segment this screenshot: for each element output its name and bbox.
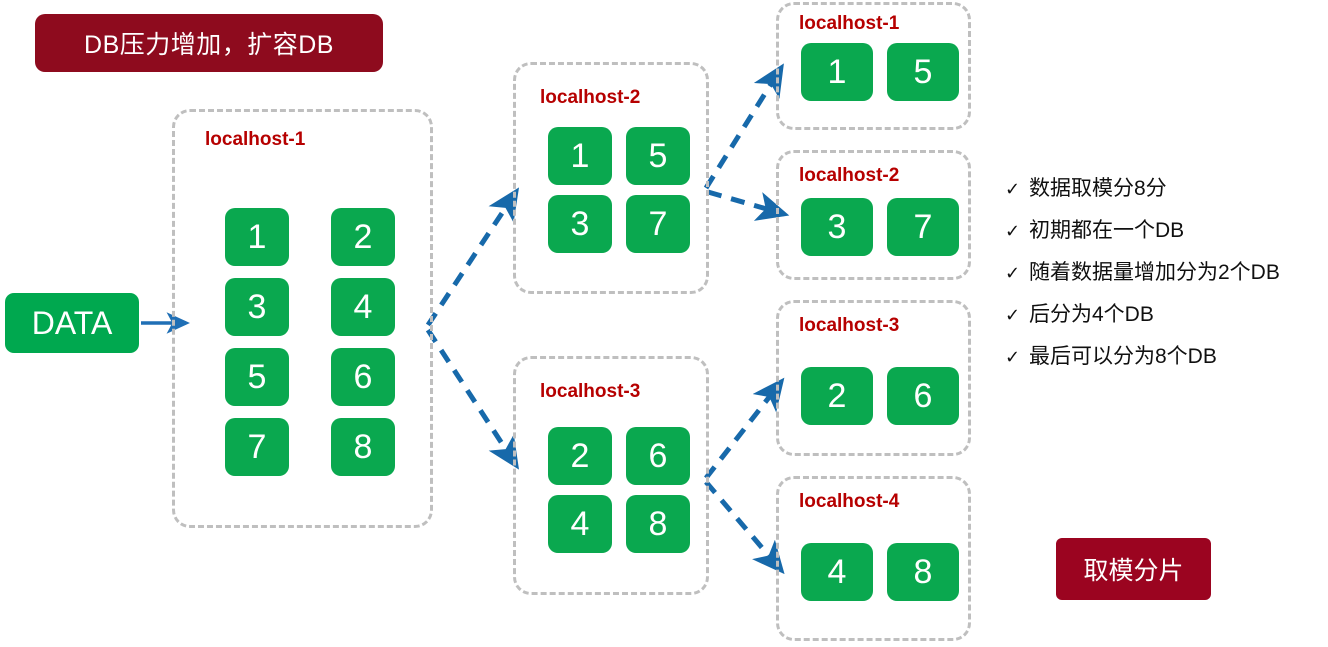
check-icon: ✓ [1005, 263, 1021, 283]
host-label: localhost-2 [540, 87, 641, 108]
shard-tile: 5 [887, 43, 959, 101]
shard-tile-grid: 2 6 4 8 [548, 427, 690, 553]
shard-tile-grid: 4 8 [801, 543, 959, 601]
host-label: localhost-2 [799, 165, 900, 186]
check-icon: ✓ [1005, 347, 1021, 367]
list-item-label: 初期都在一个DB [1029, 219, 1185, 242]
arrow-host-a-to-host-b [425, 187, 520, 327]
arrow-host-c-to-host-f [704, 377, 785, 480]
arrow-host-b-to-host-d [703, 63, 784, 190]
host-container-localhost-2-stage3: localhost-2 3 7 [776, 150, 971, 280]
check-icon: ✓ [1005, 179, 1021, 199]
list-item-label: 数据取模分8分 [1029, 177, 1167, 200]
list-item-label: 随着数据量增加分为2个DB [1029, 261, 1280, 284]
list-item-label: 最后可以分为8个DB [1029, 345, 1217, 368]
shard-tile: 5 [225, 348, 289, 406]
list-item-label: 后分为4个DB [1029, 303, 1154, 326]
shard-tile: 2 [801, 367, 873, 425]
shard-tile: 7 [225, 418, 289, 476]
shard-tile-grid: 1 5 [801, 43, 959, 101]
host-container-localhost-2-stage2: localhost-2 1 5 3 7 [513, 62, 709, 294]
shard-tile: 7 [626, 195, 690, 253]
shard-tile: 4 [548, 495, 612, 553]
arrow-host-a-to-host-c [425, 328, 520, 470]
shard-tile: 6 [626, 427, 690, 485]
footer-badge: 取模分片 [1056, 538, 1211, 600]
shard-tile: 8 [626, 495, 690, 553]
shard-tile-grid: 3 7 [801, 198, 959, 256]
shard-tile: 8 [331, 418, 395, 476]
shard-tile: 3 [801, 198, 873, 256]
notes-bullet-list: ✓ 数据取模分8分 ✓ 初期都在一个DB ✓ 随着数据量增加分为2个DB ✓ 后… [1005, 172, 1325, 382]
host-container-localhost-3-stage2: localhost-3 2 6 4 8 [513, 356, 709, 595]
shard-tile: 7 [887, 198, 959, 256]
shard-tile: 1 [225, 208, 289, 266]
host-label: localhost-3 [540, 381, 641, 402]
list-item: ✓ 随着数据量增加分为2个DB [1005, 256, 1325, 286]
arrow-host-b-to-host-e [707, 189, 790, 221]
list-item: ✓ 最后可以分为8个DB [1005, 340, 1325, 370]
shard-tile: 4 [801, 543, 873, 601]
shard-tile: 2 [331, 208, 395, 266]
host-container-localhost-1-stage3: localhost-1 1 5 [776, 2, 971, 130]
shard-tile: 3 [225, 278, 289, 336]
host-container-localhost-3-stage3: localhost-3 2 6 [776, 300, 971, 456]
host-container-localhost-4-stage3: localhost-4 4 8 [776, 476, 971, 641]
shard-tile: 1 [801, 43, 873, 101]
host-label: localhost-1 [205, 129, 306, 150]
check-icon: ✓ [1005, 305, 1021, 325]
list-item: ✓ 初期都在一个DB [1005, 214, 1325, 244]
title-banner: DB压力增加，扩容DB [35, 14, 383, 72]
shard-tile-grid: 1 2 3 4 5 6 7 8 [225, 208, 395, 476]
host-label: localhost-3 [799, 315, 900, 336]
shard-tile-grid: 1 5 3 7 [548, 127, 690, 253]
shard-tile: 1 [548, 127, 612, 185]
shard-tile: 8 [887, 543, 959, 601]
host-container-localhost-1-stage1: localhost-1 1 2 3 4 5 6 7 8 [172, 109, 433, 528]
shard-tile: 6 [331, 348, 395, 406]
shard-tile: 4 [331, 278, 395, 336]
shard-tile: 3 [548, 195, 612, 253]
shard-tile: 5 [626, 127, 690, 185]
check-icon: ✓ [1005, 221, 1021, 241]
data-source-box: DATA [5, 293, 139, 353]
list-item: ✓ 后分为4个DB [1005, 298, 1325, 328]
shard-tile-grid: 2 6 [801, 367, 959, 425]
host-label: localhost-1 [799, 13, 900, 34]
arrow-host-c-to-host-g [704, 480, 785, 575]
shard-tile: 6 [887, 367, 959, 425]
host-label: localhost-4 [799, 491, 900, 512]
list-item: ✓ 数据取模分8分 [1005, 172, 1325, 202]
shard-tile: 2 [548, 427, 612, 485]
